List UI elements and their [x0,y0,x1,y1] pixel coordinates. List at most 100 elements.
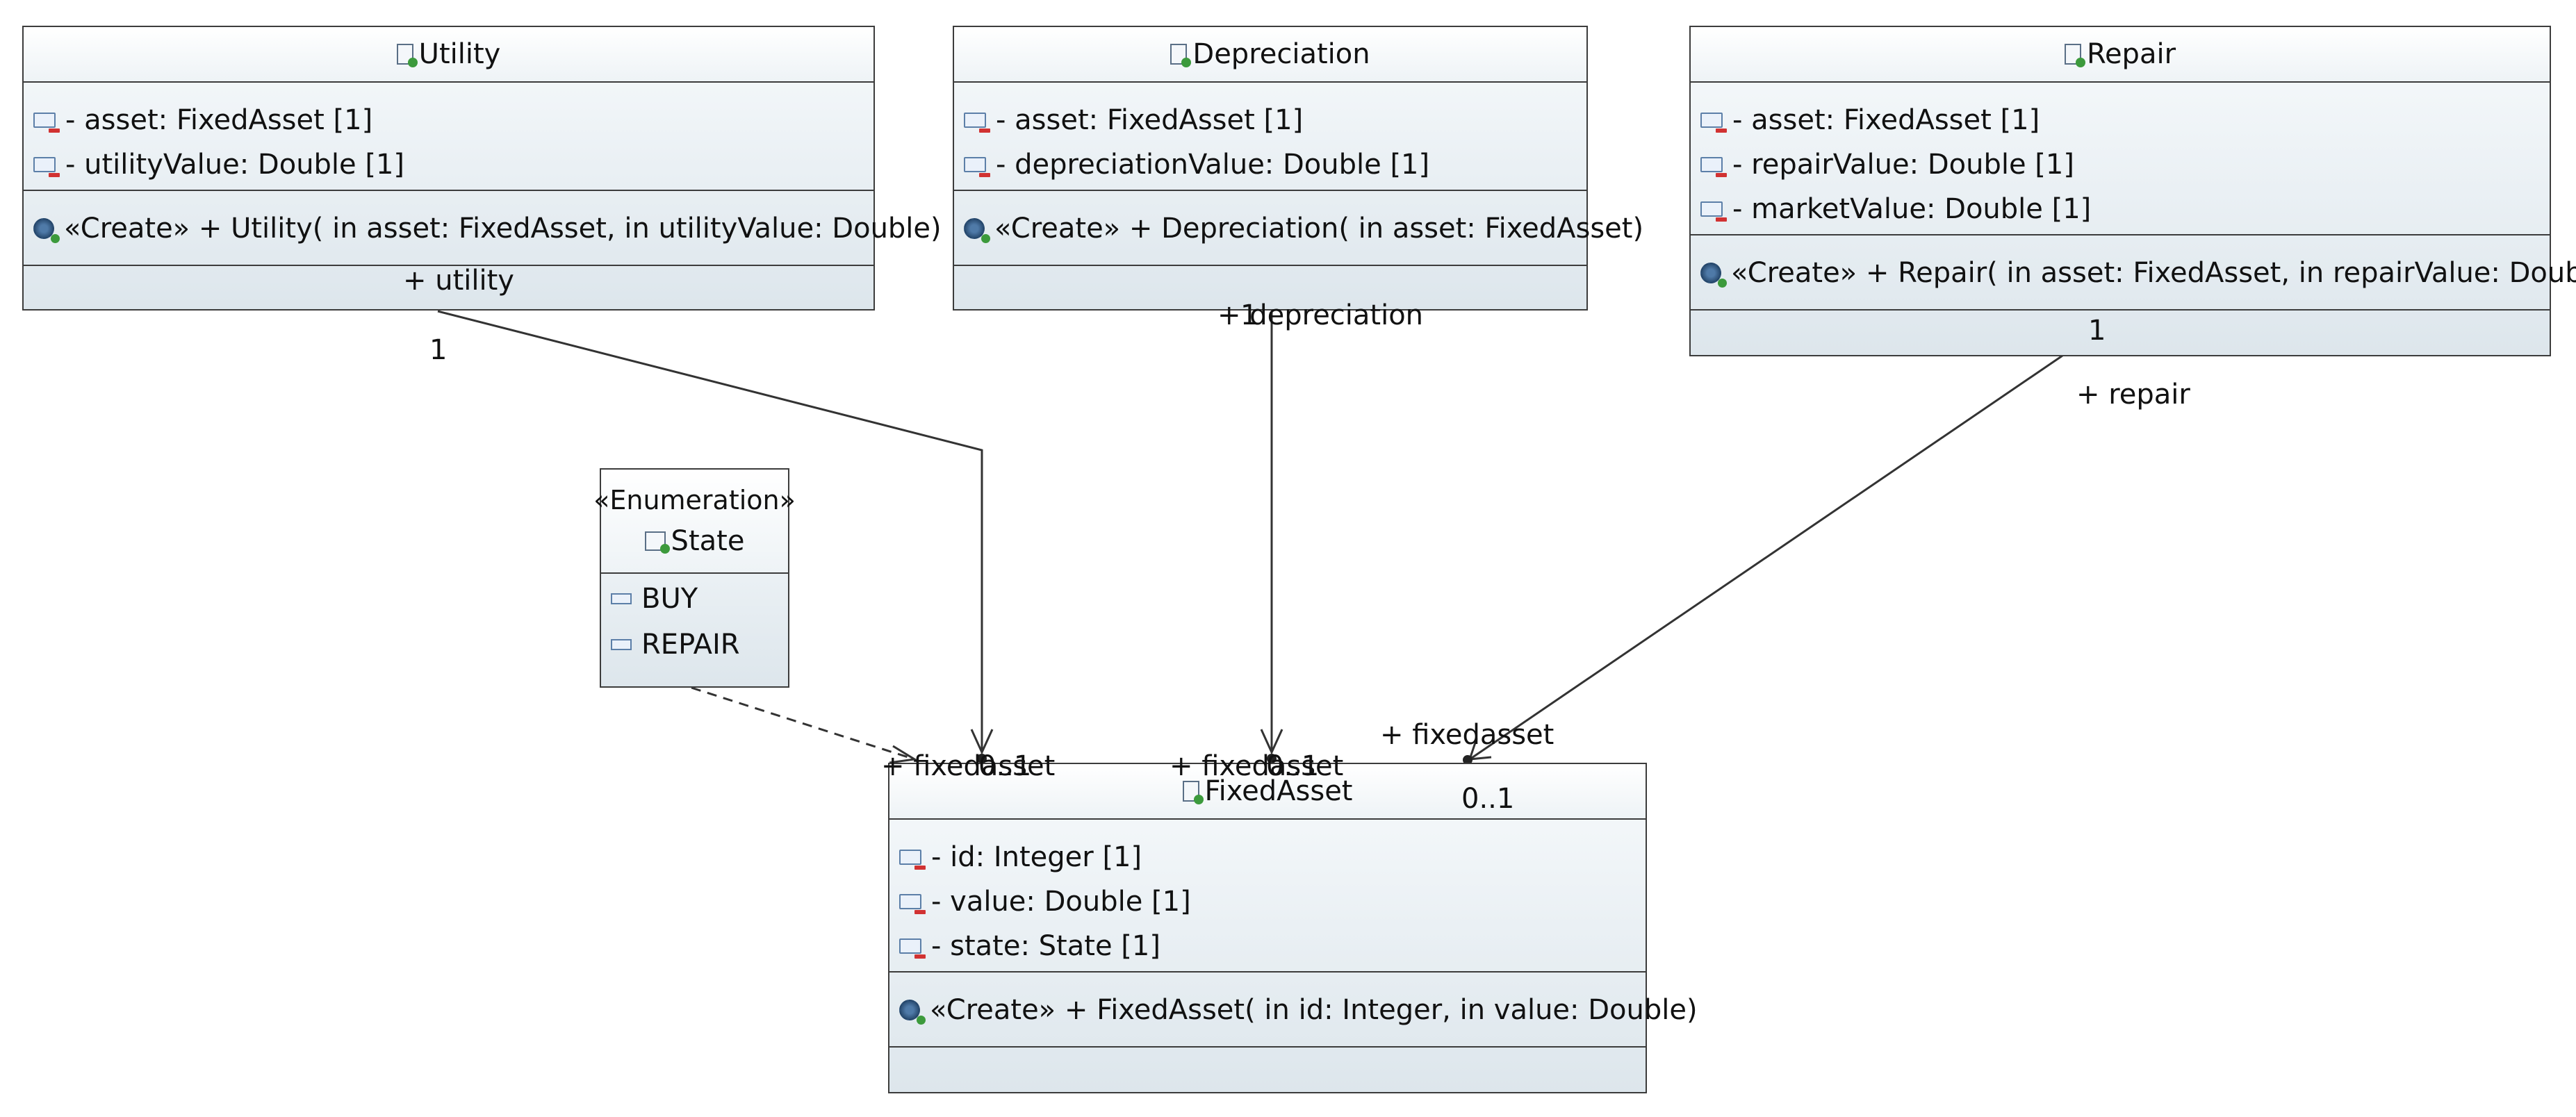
operation-text: «Create» + FixedAsset( in id: Integer, i… [930,994,1698,1026]
repair-class-name: Repair [2086,38,2176,70]
fixedasset-role-label-right: + fixedasset [1380,719,1554,751]
attribute-row[interactable]: - asset: FixedAsset [1] [964,102,1303,138]
utility-role-label: + utility [403,265,514,297]
fixedasset-class[interactable]: FixedAsset - id: Integer [1] - value: Do… [888,763,1698,1093]
utility-class[interactable]: Utility - asset: FixedAsset [1] - utilit… [22,26,942,311]
repair-extra-compartment [1691,311,2550,355]
enumeration-stereotype: «Enumeration» [593,485,796,515]
attribute-text: - asset: FixedAsset [1] [1732,104,2040,136]
depreciation-arrowhead [1260,729,1283,755]
fixedasset-role-label-left: + fixedasset [881,750,1056,782]
operation-row[interactable]: «Create» + Repair( in asset: FixedAsset,… [1700,255,2576,291]
private-attribute-icon [1700,201,1727,222]
state-enumeration[interactable]: «Enumeration» State BUY REPAIR [593,468,796,688]
repair-class-header: Repair [1691,27,2550,83]
class-icon [2064,44,2085,67]
attribute-row[interactable]: - value: Double [1] [899,884,1191,920]
state-dependency-line [691,686,915,761]
depreciation-ownership-dot [1267,754,1277,763]
utility-class-header: Utility [24,27,873,83]
fixedasset-operations: «Create» + FixedAsset( in id: Integer, i… [889,973,1698,1048]
attribute-row[interactable]: - repairValue: Double [1] [1700,147,2074,183]
operation-row[interactable]: «Create» + FixedAsset( in id: Integer, i… [899,992,1698,1028]
attribute-row[interactable]: - id: Integer [1] [899,839,1142,875]
depreciation-class[interactable]: Depreciation - asset: FixedAsset [1] - d… [953,26,1643,311]
private-attribute-icon [33,157,60,177]
state-enumeration-header: «Enumeration» State [593,470,796,574]
attribute-text: - depreciationValue: Double [1] [996,149,1430,181]
operation-row[interactable]: «Create» + Depreciation( in asset: Fixed… [964,210,1643,247]
class-icon [396,44,418,67]
private-attribute-icon [899,850,926,870]
enum-literal-row[interactable]: BUY [611,581,698,617]
operation-text: «Create» + Utility( in asset: FixedAsset… [64,213,942,245]
constructor-operation-icon [964,218,990,243]
private-attribute-icon [964,157,990,177]
depreciation-class-header: Depreciation [954,27,1586,83]
attribute-text: - marketValue: Double [1] [1732,193,2092,225]
constructor-operation-icon [1700,263,1727,288]
private-attribute-icon [1700,157,1727,177]
depreciation-class-name: Depreciation [1192,38,1370,70]
class-icon [1170,44,1192,67]
attribute-text: - utilityValue: Double [1] [65,149,405,181]
utility-association-line [437,310,983,752]
private-attribute-icon [964,113,990,133]
operation-text: «Create» + Depreciation( in asset: Fixed… [994,213,1644,245]
repair-role-label: + repair [2076,379,2190,411]
utility-class-name: Utility [418,38,501,70]
fixedasset-multiplicity-label-mid: 0..1 [1266,750,1320,782]
attribute-row[interactable]: - depreciationValue: Double [1] [964,147,1429,183]
depreciation-role-label: + depreciation [1217,299,1424,331]
operation-row[interactable]: «Create» + Utility( in asset: FixedAsset… [33,210,942,247]
enum-literal-text: REPAIR [641,629,740,661]
attribute-text: - state: State [1] [931,930,1160,962]
attribute-text: - repairValue: Double [1] [1732,149,2074,181]
depreciation-operations: «Create» + Depreciation( in asset: Fixed… [954,191,1643,266]
private-attribute-icon [1700,113,1727,133]
enumeration-icon [644,531,670,554]
private-attribute-icon [899,894,926,914]
state-dependency-arrowhead [889,745,918,764]
fixedasset-multiplicity-label-right: 0..1 [1461,783,1515,815]
enum-literal-icon [611,639,632,650]
attribute-text: - asset: FixedAsset [1] [65,104,373,136]
repair-ownership-dot [1463,755,1472,765]
utility-attributes: - asset: FixedAsset [1] - utilityValue: … [24,81,873,191]
private-attribute-icon [899,938,926,959]
depreciation-multiplicity-label: 1 [1240,299,1258,331]
attribute-row[interactable]: - state: State [1] [899,928,1160,964]
fixedasset-extra-compartment [889,1048,1646,1092]
attribute-row[interactable]: - utilityValue: Double [1] [33,147,404,183]
operation-text: «Create» + Repair( in asset: FixedAsset,… [1731,257,2576,289]
utility-ownership-dot [977,754,987,763]
enum-literal-text: BUY [641,583,698,615]
depreciation-attributes: - asset: FixedAsset [1] - depreciationVa… [954,81,1586,191]
attribute-text: - asset: FixedAsset [1] [996,104,1304,136]
state-literals: BUY REPAIR [601,572,788,686]
attribute-row[interactable]: - asset: FixedAsset [1] [1700,102,2040,138]
class-icon [1182,781,1204,804]
fixedasset-class-name: FixedAsset [1204,775,1353,807]
repair-operations: «Create» + Repair( in asset: FixedAsset,… [1691,235,2576,311]
utility-operations: «Create» + Utility( in asset: FixedAsset… [24,191,942,266]
private-attribute-icon [33,113,60,133]
enumeration-name: State [671,525,745,557]
attribute-text: - value: Double [1] [931,886,1191,918]
attribute-text: - id: Integer [1] [931,841,1142,873]
repair-class[interactable]: Repair - asset: FixedAsset [1] - repairV… [1689,26,2576,356]
attribute-row[interactable]: - asset: FixedAsset [1] [33,102,372,138]
utility-multiplicity-label: 1 [429,334,448,366]
repair-association-line [1469,354,2063,761]
fixedasset-multiplicity-label-left: 0..1 [978,750,1032,782]
constructor-operation-icon [899,1000,926,1025]
constructor-operation-icon [33,218,60,243]
fixedasset-attributes: - id: Integer [1] - value: Double [1] - … [889,818,1646,973]
utility-arrowhead [970,729,994,755]
repair-multiplicity-label: 1 [2088,315,2106,347]
fixedasset-class-header: FixedAsset [889,764,1646,820]
enum-literal-row[interactable]: REPAIR [611,627,740,663]
enum-literal-icon [611,593,632,604]
attribute-row[interactable]: - marketValue: Double [1] [1700,191,2091,227]
